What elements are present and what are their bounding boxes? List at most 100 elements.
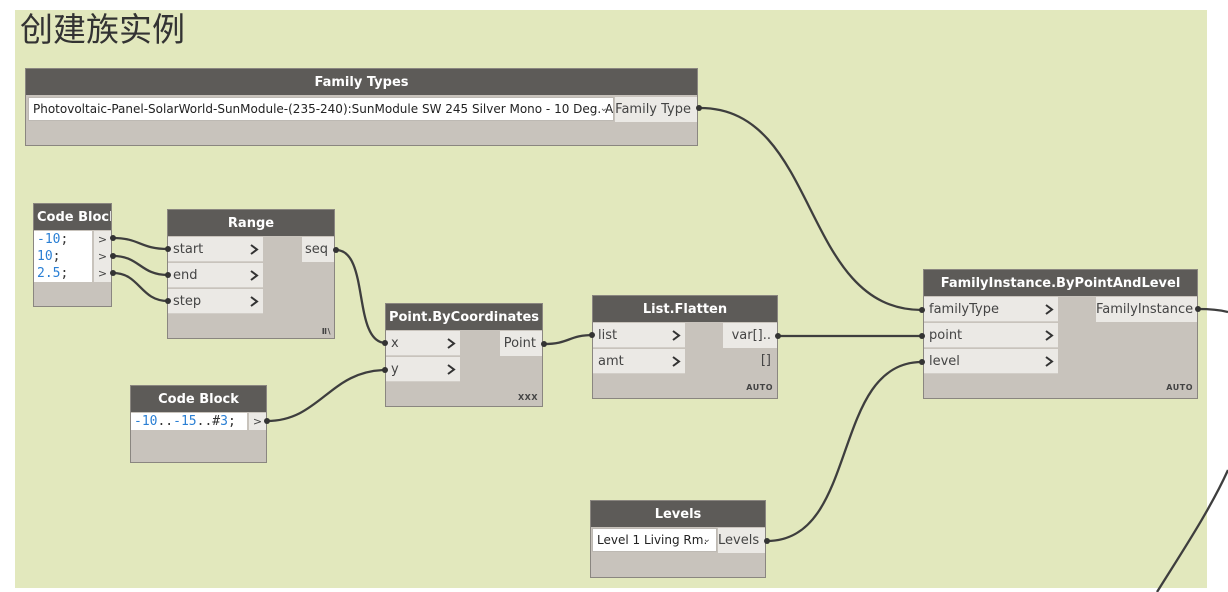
code-terminator: ; [60,232,69,247]
port-connector-dot [919,333,925,339]
input-port-end[interactable]: end [168,263,263,288]
group-title[interactable]: 创建族实例 [20,10,185,49]
node-title[interactable]: Point.ByCoordinates [386,304,542,330]
chevron-right-icon [672,356,681,367]
dropdown-selected-value: Photovoltaic-Panel-SolarWorld-SunModule-… [33,102,614,116]
port-connector-dot [382,367,388,373]
input-port-start[interactable]: start [168,237,263,262]
output-port[interactable]: > [93,265,111,282]
port-label: level [929,354,960,369]
node-title[interactable]: Levels [591,501,765,527]
dropdown-selected-value: Level 1 Living Rm. [597,533,708,547]
chevron-right-icon [447,364,456,375]
node-title[interactable]: Family Types [26,69,697,95]
output-port-family-type[interactable]: Family Type [615,97,697,122]
chevron-down-icon: ⌄ [702,534,711,545]
port-label: end [173,268,198,283]
input-port-y[interactable]: y [386,357,460,382]
port-connector-dot [919,359,925,365]
input-port-list[interactable]: list [593,323,685,348]
lacing-indicator: XXX [517,393,538,402]
port-connector-dot [333,247,339,253]
code-line[interactable]: -10; [34,231,92,248]
point-by-coordinates-node[interactable]: Point.ByCoordinates x y Point XXX [385,303,543,407]
code-terminator: ; [60,266,69,281]
node-title[interactable]: Code Block [34,204,111,230]
code-block-node[interactable]: Code Block -10..-15..#3; > [130,385,267,463]
levels-node[interactable]: Levels Level 1 Living Rm. ⌄ Levels [590,500,766,578]
code-number: 3 [220,414,228,429]
port-connector-dot [110,253,116,259]
output-port[interactable]: > [248,413,266,430]
code-number: -10 [37,232,61,247]
input-port-familytype[interactable]: familyType [924,297,1058,322]
port-connector-dot [764,538,770,544]
input-port-step[interactable]: step [168,289,263,314]
chevron-right-icon [1045,356,1054,367]
code-number: 2.5 [37,266,61,281]
chevron-right-icon [672,330,681,341]
output-port-seq[interactable]: seq [302,237,334,262]
chevron-right-icon [447,338,456,349]
port-label: x [391,336,399,351]
code-terminator: ; [52,249,61,264]
port-connector-dot [165,298,171,304]
chevron-right-icon [250,270,259,281]
family-instance-node[interactable]: FamilyInstance.ByPointAndLevel familyTyp… [923,269,1198,399]
port-connector-dot [696,105,702,111]
lacing-indicator: Ⅱ\ [321,327,331,336]
chevron-right-icon [1045,330,1054,341]
code-line[interactable]: 2.5; [34,265,92,282]
output-port[interactable]: > [93,248,111,265]
code-operator: ..# [196,414,221,429]
chevron-right-icon [250,296,259,307]
port-label: list [598,328,618,343]
chevron-right-icon [250,244,259,255]
port-connector-dot [110,235,116,241]
code-operator: .. [157,414,174,429]
port-connector-dot [264,418,270,424]
output-port-var[interactable]: var[]..[] [723,323,777,368]
input-port-level[interactable]: level [924,349,1058,374]
node-title[interactable]: FamilyInstance.ByPointAndLevel [924,270,1197,296]
input-port-amt[interactable]: amt [593,349,685,374]
port-label: familyType [929,302,999,317]
port-connector-dot [110,270,116,276]
port-connector-dot [382,340,388,346]
output-port-levels[interactable]: Levels [718,528,765,553]
port-label: point [929,328,963,343]
port-label: step [173,294,202,309]
list-flatten-node[interactable]: List.Flatten list amt var[]..[] AUTO [592,295,778,399]
port-connector-dot [541,341,547,347]
code-number: -10 [134,414,158,429]
port-connector-dot [165,246,171,252]
port-label: start [173,242,204,257]
code-line[interactable]: -10..-15..#3; [131,413,247,430]
port-label: y [391,362,399,377]
port-connector-dot [589,332,595,338]
code-number: -15 [173,414,197,429]
port-connector-dot [775,333,781,339]
node-title[interactable]: List.Flatten [593,296,777,322]
node-title[interactable]: Code Block [131,386,266,412]
family-types-node[interactable]: Family Types Photovoltaic-Panel-SolarWor… [25,68,698,146]
level-dropdown[interactable]: Level 1 Living Rm. ⌄ [592,528,717,552]
code-line[interactable]: 10; [34,248,92,265]
range-node[interactable]: Range start end step seq Ⅱ\ [167,209,335,339]
chevron-down-icon: ⌄ [599,103,608,114]
input-port-point[interactable]: point [924,323,1058,348]
node-title[interactable]: Range [168,210,334,236]
code-block-node[interactable]: Code Block -10; 10; 2.5; > > > [33,203,112,307]
family-type-dropdown[interactable]: Photovoltaic-Panel-SolarWorld-SunModule-… [28,97,614,121]
code-number: 10 [37,249,53,264]
port-connector-dot [165,272,171,278]
chevron-right-icon [1045,304,1054,315]
code-terminator: ; [227,414,236,429]
output-port-familyinstance[interactable]: FamilyInstance [1096,297,1197,322]
output-port[interactable]: > [93,231,111,248]
port-connector-dot [1195,306,1201,312]
output-port-point[interactable]: Point [500,331,542,356]
input-port-x[interactable]: x [386,331,460,356]
lacing-indicator: AUTO [1166,383,1193,392]
